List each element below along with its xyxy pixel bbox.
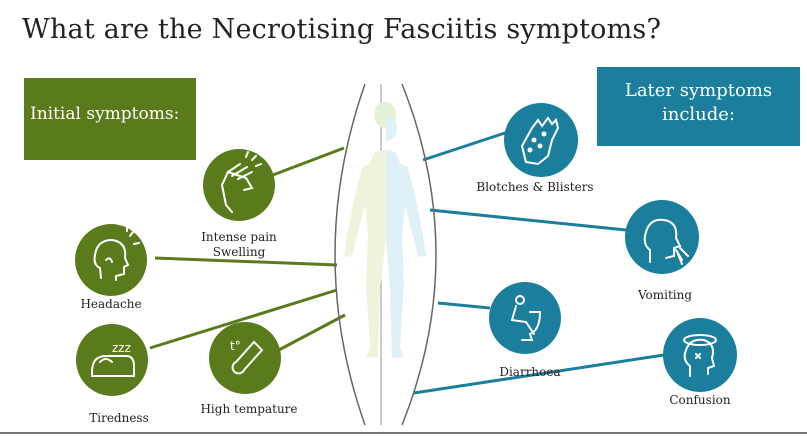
tiredness-label: Tiredness <box>89 411 149 425</box>
toilet-icon <box>510 295 542 341</box>
connector-blotches <box>422 130 509 162</box>
later-symptoms-box: Later symptoms include: <box>597 67 800 146</box>
connector-vomiting <box>429 208 627 232</box>
sleep-icon <box>91 355 135 377</box>
connector-confusion <box>413 353 665 395</box>
vomiting-circle <box>625 200 699 274</box>
high-temperature-circle: t° <box>209 322 281 394</box>
intense-pain-label-line2: Swelling <box>212 245 266 259</box>
intense-pain-label-line1: Intense pain <box>201 230 277 244</box>
intense-pain-circle <box>203 149 275 221</box>
blotches-circle <box>504 103 578 177</box>
human-figure-icon <box>344 102 426 358</box>
confusion-label: Confusion <box>669 393 731 407</box>
headache-circle <box>75 224 147 296</box>
temperature-glyph: t° <box>230 339 241 353</box>
vomiting-head-icon <box>643 218 689 265</box>
connector-diarrhoea <box>437 301 491 310</box>
later-symptoms-label-line2: include: <box>661 104 736 125</box>
hand-pain-icon <box>220 151 262 213</box>
page-title: What are the Necrotising Fasciitis sympt… <box>22 14 662 45</box>
later-symptoms-label-line1: Later symptoms <box>624 80 773 101</box>
bottom-divider <box>0 432 807 434</box>
confusion-circle <box>663 318 737 392</box>
tiredness-circle: zzz <box>76 324 148 396</box>
vomiting-label: Vomiting <box>637 288 693 302</box>
connector-tiredness <box>149 288 338 350</box>
diarrhoea-circle <box>489 282 561 354</box>
initial-symptoms-box: Initial symptoms: <box>24 78 196 160</box>
diarrhoea-label: Diarrhoea <box>499 365 561 379</box>
connector-high-temperature <box>274 313 346 354</box>
headache-label: Headache <box>80 297 142 311</box>
dizzy-head-icon <box>683 334 717 377</box>
high-temperature-label: High tempature <box>200 402 298 416</box>
blistered-hand-icon <box>520 116 560 166</box>
blotches-label: Blotches & Blisters <box>476 180 594 194</box>
head-ache-icon <box>93 225 140 281</box>
connector-intense-pain <box>264 146 345 180</box>
thermometer-icon <box>231 340 264 375</box>
initial-symptoms-label: Initial symptoms: <box>30 104 180 124</box>
connector-headache <box>154 256 338 267</box>
sleep-zzz-glyph: zzz <box>112 341 131 355</box>
